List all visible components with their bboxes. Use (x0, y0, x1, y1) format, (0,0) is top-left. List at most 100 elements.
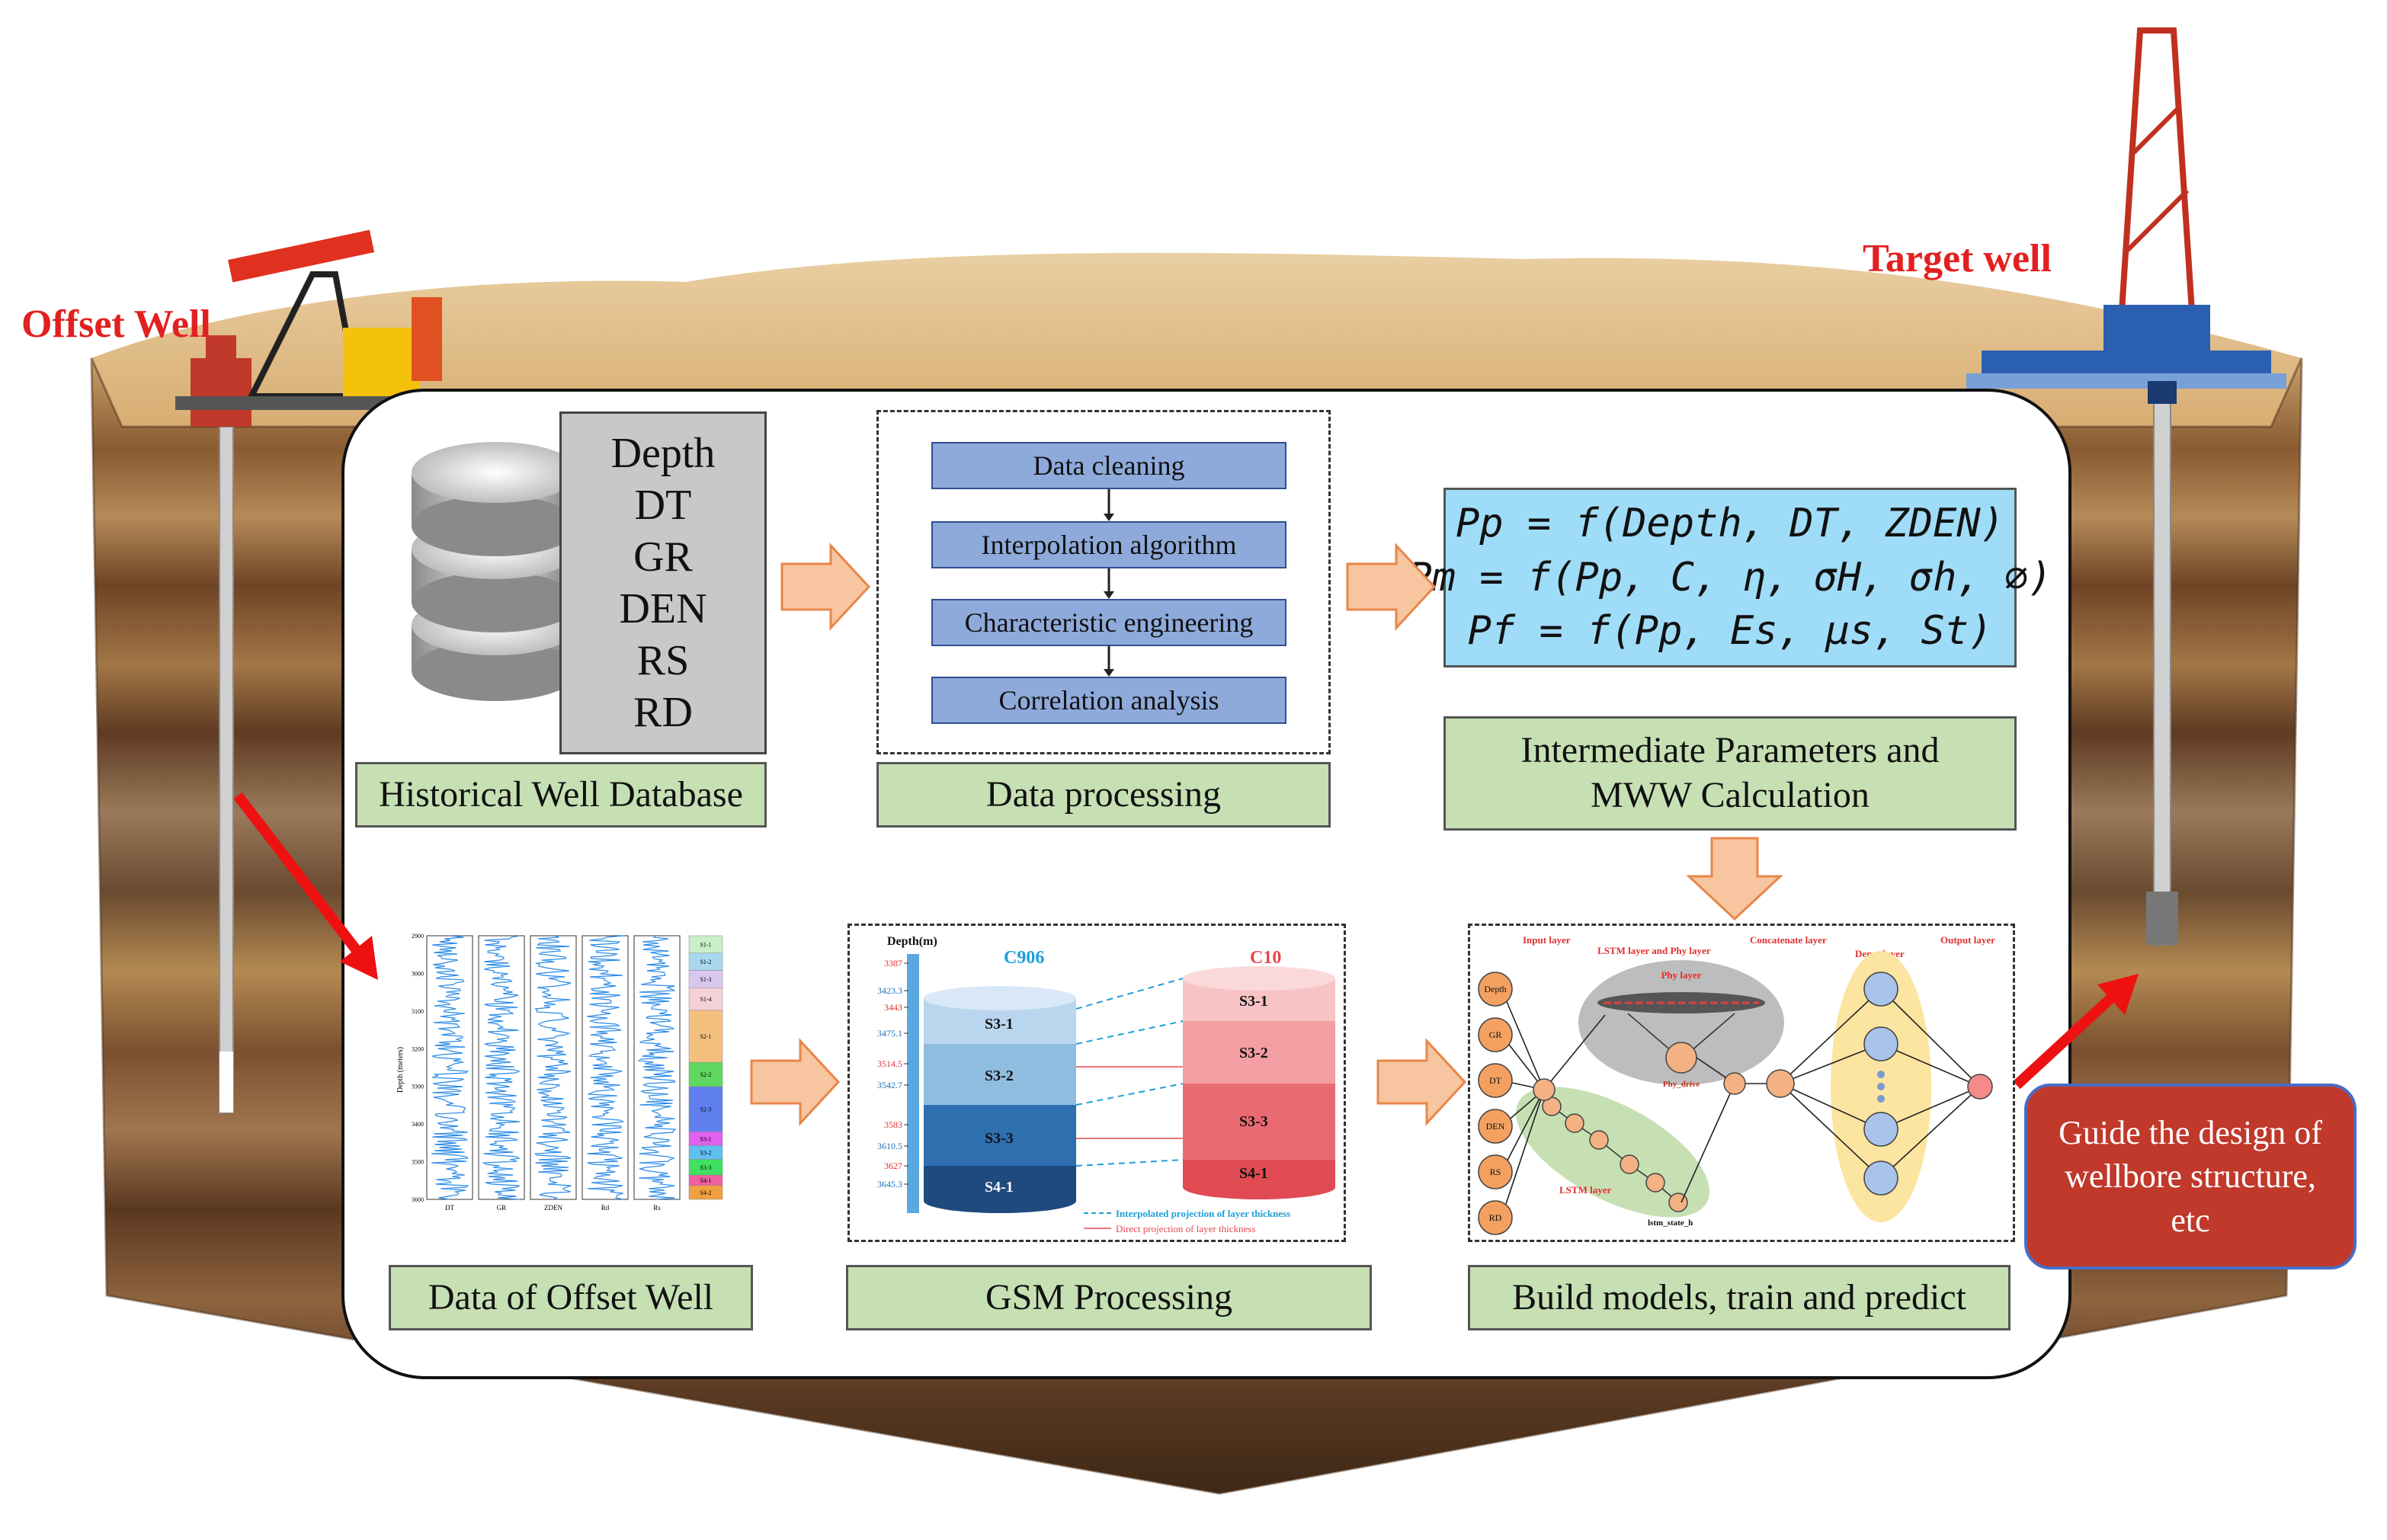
log-layer-label: S2-2 (700, 1071, 711, 1078)
gsm-depth-value: 3627 (884, 1161, 902, 1171)
nn-phy-drive-label: Phy_drive (1663, 1080, 1700, 1089)
nn-output-node (1967, 1074, 1993, 1100)
well-log-chart: Depth (meters) 2900300031003200330034003… (396, 933, 723, 1212)
nn-input-node: DEN (1486, 1121, 1505, 1132)
gsm-layer-a: S3-3 (985, 1130, 1014, 1147)
log-depth-tick: 3200 (412, 1045, 424, 1052)
db-param: RD (633, 689, 693, 736)
arrow-db-to-processing (780, 543, 871, 631)
arrow-gsm-to-nn (1376, 1038, 1467, 1126)
log-layer-label: S1-2 (700, 959, 711, 965)
gsm-cylinder-a (924, 986, 1076, 1213)
log-depth-tick: 3000 (412, 970, 424, 977)
nn-phy-layer-label: Phy layer (1661, 969, 1701, 981)
log-track-label: DT (445, 1204, 454, 1212)
log-depth-tick: 3300 (412, 1084, 424, 1090)
gsm-depth-value: 3645.3 (877, 1179, 902, 1189)
nn-lstm-layer-label: LSTM layer (1559, 1184, 1611, 1196)
log-curve (637, 935, 677, 1200)
log-layer-block (688, 1010, 723, 1063)
arrow-processing-to-formula (1346, 543, 1437, 631)
nn-input-node: RS (1490, 1167, 1501, 1177)
gsm-diagram-box (847, 924, 1346, 1242)
nn-diagram: Input layer LSTM layer and Phy layer Con… (1478, 934, 1995, 1235)
nn-phy-node (1665, 1042, 1697, 1074)
nn-output-label: Output layer (1940, 934, 1995, 946)
log-layer-label: S1-3 (700, 976, 711, 983)
gsm-layer-b: S3-3 (1239, 1113, 1268, 1130)
formula-box: Pp = f(Depth, DT, ZDEN) Pm = f(Pp, C, η,… (1408, 488, 2052, 668)
nn-input-layer-label: Input layer (1523, 934, 1571, 946)
arrow-intermediate-down (1686, 837, 1783, 921)
log-layer-label: S2-3 (700, 1106, 711, 1113)
log-depth-tick: 3500 (412, 1159, 424, 1166)
gsm-layer-a: S3-1 (985, 1016, 1014, 1033)
data-processing-label: Data processing (876, 762, 1331, 828)
db-param: DT (634, 482, 692, 529)
log-curve (534, 935, 572, 1200)
db-param: DEN (619, 585, 707, 632)
log-layer-label: S1-1 (700, 941, 711, 948)
gsm-depth-value: 3423.3 (877, 985, 902, 996)
gsm-depth-value: 3583 (884, 1119, 902, 1130)
data-offset-well-label: Data of Offset Well (389, 1265, 753, 1330)
drilling-rig-icon (1966, 27, 2286, 404)
gsm-diagram: Depth(m) 33873423.334433475.13514.53542.… (877, 935, 1335, 1234)
nn-input-node: DT (1489, 1075, 1502, 1086)
log-layer-label: S4-2 (700, 1189, 711, 1196)
log-depth-tick: 2900 (412, 933, 424, 940)
gsm-well-b-label: C10 (1250, 948, 1281, 968)
nn-diagram-box (1468, 924, 2015, 1242)
database-icon (412, 442, 579, 701)
gsm-well-a-label: C906 (1004, 948, 1044, 968)
log-curve (586, 935, 625, 1200)
log-layer-block (688, 1185, 723, 1200)
nn-input-node: GR (1489, 1029, 1502, 1040)
step-connectors (1104, 489, 1114, 677)
gsm-depth-value: 3542.7 (877, 1080, 902, 1090)
formula-pf: Pf = f(Pp, Es, μs, St) (1467, 608, 1993, 655)
nn-lstm-phy-label: LSTM layer and Phy layer (1597, 945, 1711, 956)
historical-db-label: Historical Well Database (355, 762, 767, 828)
log-layer-label: S3-2 (700, 1150, 711, 1157)
gsm-depth-header: Depth(m) (887, 935, 937, 948)
log-track-label: ZDEN (544, 1204, 562, 1212)
log-layer-block (688, 988, 723, 1011)
log-layer-label: S3-1 (700, 1135, 711, 1142)
target-well-title: Target well (1863, 237, 2052, 280)
log-layer-label: S4-1 (700, 1177, 711, 1184)
gsm-depth-value: 3475.1 (877, 1028, 902, 1039)
gsm-cylinder-b (1183, 966, 1335, 1199)
gsm-depth-value: 3443 (884, 1002, 902, 1013)
arrow-nn-to-target (2013, 991, 2118, 1090)
gsm-layer-b: S3-1 (1239, 993, 1268, 1010)
gsm-legend-interp: Interpolated projection of layer thickne… (1116, 1208, 1290, 1219)
log-layer-block (688, 1086, 723, 1132)
nn-concat-label: Concatenate layer (1750, 934, 1827, 946)
step-interpolation: Interpolation algorithm (931, 521, 1286, 568)
log-curve (482, 935, 521, 1200)
arrow-offset-to-data (233, 792, 363, 956)
gsm-layer-a: S3-2 (985, 1068, 1014, 1084)
gsm-layer-b: S3-2 (1239, 1045, 1268, 1061)
intermediate-label: Intermediate Parameters and MWW Calculat… (1443, 716, 2017, 831)
step-characteristic: Characteristic engineering (931, 599, 1286, 646)
gsm-depth-value: 3514.5 (877, 1058, 902, 1069)
step-data-cleaning: Data cleaning (931, 442, 1286, 489)
step-correlation: Correlation analysis (931, 677, 1286, 724)
gsm-layer-a: S4-1 (985, 1179, 1014, 1196)
build-models-label: Build models, train and predict (1468, 1265, 2011, 1330)
nn-input-node: Depth (1484, 984, 1506, 994)
log-layer-label: S2-1 (700, 1033, 711, 1040)
db-param: GR (633, 533, 693, 581)
nn-phy-ellipse (1578, 960, 1784, 1085)
nn-lstm-state-label: lstm_state_h (1648, 1218, 1693, 1228)
log-depth-tick: 3100 (412, 1008, 424, 1015)
log-layer-label: S1-4 (700, 996, 711, 1003)
log-depth-tick: 3600 (412, 1196, 424, 1203)
formula-pp: Pp = f(Depth, DT, ZDEN) (1455, 500, 2005, 546)
log-layer-label: S3-3 (700, 1164, 711, 1171)
gsm-depth-bar (907, 954, 919, 1213)
log-layer-block (688, 1061, 723, 1087)
